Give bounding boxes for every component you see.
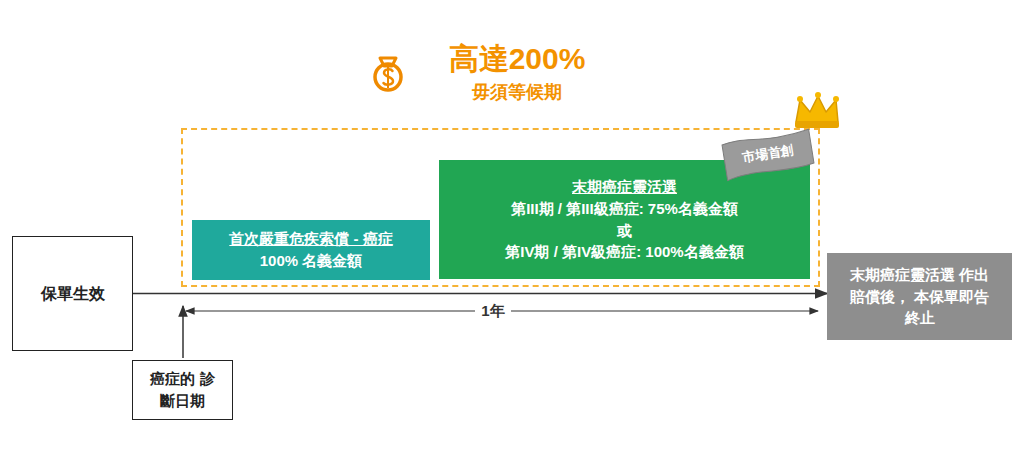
box-heading: 末期癌症靈活選	[572, 176, 677, 198]
box-heading: 首次嚴重危疾索償 - 癌症	[229, 228, 392, 250]
diagnosis-arrow	[182, 306, 184, 358]
box-heading: 癌症的 診斷日期	[148, 368, 218, 412]
benefit-box: 末期癌症靈活選第III期 / 第III級癌症: 75%名義金額或第IV期 / 第…	[439, 160, 810, 279]
money-bag-icon	[375, 58, 401, 90]
box-heading: 末期癌症靈活選 作出賠償後， 本保單即告終止	[845, 264, 995, 329]
timeline-arrow	[133, 293, 827, 295]
highlight-heading: 高達200%	[449, 40, 586, 78]
box-text: 或	[617, 220, 632, 242]
box-text: 第IV期 / 第IV級癌症: 100%名義金額	[505, 241, 743, 263]
box-text: 100% 名義金額	[260, 250, 363, 272]
box-heading: 市場首創	[741, 141, 795, 168]
duration-label: 1年	[475, 302, 510, 321]
end-box: 末期癌症靈活選 作出賠償後， 本保單即告終止	[827, 253, 1012, 340]
crown-icon	[795, 92, 839, 128]
highlight-subheading: 毋須等候期	[472, 80, 562, 104]
diagnosis-box: 癌症的 診斷日期	[132, 360, 233, 420]
benefit-box: 首次嚴重危疾索償 - 癌症100% 名義金額	[192, 220, 430, 280]
start-box: 保單生效	[12, 236, 133, 351]
box-heading: 保單生效	[41, 282, 105, 305]
dashed-group-box: 首次嚴重危疾索償 - 癌症100% 名義金額末期癌症靈活選第III期 / 第II…	[181, 128, 820, 287]
box-text: 第III期 / 第III級癌症: 75%名義金額	[511, 198, 738, 220]
